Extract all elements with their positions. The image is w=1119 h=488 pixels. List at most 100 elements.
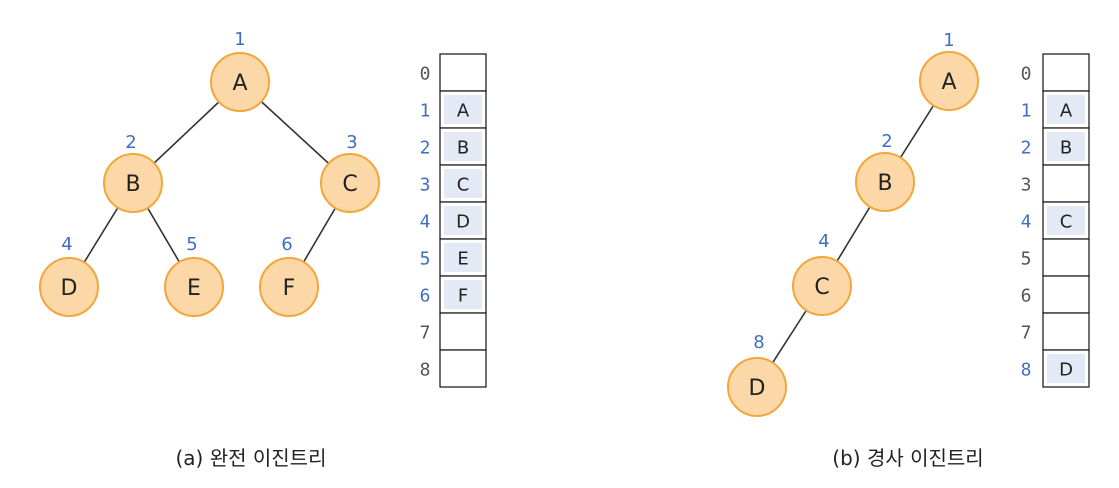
array-cell-fill	[444, 280, 482, 309]
array-cell	[1042, 275, 1090, 314]
array-cell-fill	[444, 132, 482, 161]
array-value: F	[458, 286, 468, 307]
array-row-0: 0	[1021, 53, 1090, 92]
node-index: 5	[186, 234, 197, 255]
array-index: 3	[420, 175, 431, 196]
tree-node-c: C3	[320, 132, 380, 213]
node-label: B	[125, 172, 140, 197]
caption-complete-binary-tree: (a) 완전 이진트리	[176, 446, 327, 470]
array-value: D	[1059, 360, 1073, 381]
array-index: 7	[1021, 323, 1032, 344]
node-index: 1	[943, 30, 954, 51]
node-index: 4	[61, 234, 72, 255]
tree-node-d: D4	[39, 234, 99, 317]
tree-node-b: B2	[855, 131, 915, 212]
array-value: C	[457, 175, 470, 196]
array-cell	[439, 349, 487, 388]
array-index: 6	[420, 286, 431, 307]
array-cell-fill	[444, 206, 482, 235]
node-label: C	[814, 275, 829, 300]
array-cell	[439, 53, 487, 92]
tree-node-a: A1	[919, 30, 979, 111]
node-index: 2	[881, 131, 892, 152]
caption-skewed-binary-tree: (b) 경사 이진트리	[832, 446, 983, 470]
array-index: 0	[1021, 64, 1032, 85]
array-cell	[1042, 53, 1090, 92]
node-label: C	[342, 172, 357, 197]
tree-node-b: B2	[103, 132, 163, 213]
array-value: B	[457, 138, 469, 159]
array-row-3: 3	[1021, 164, 1090, 203]
tree-node-f: F6	[259, 234, 319, 317]
node-circle	[210, 52, 270, 112]
node-circle	[39, 257, 99, 317]
node-circle	[855, 152, 915, 212]
node-circle	[727, 357, 787, 417]
array-index: 8	[1021, 360, 1032, 381]
node-circle	[259, 257, 319, 317]
node-label: D	[61, 276, 78, 301]
array-value: E	[457, 249, 468, 270]
node-label: D	[749, 376, 766, 401]
array-index: 1	[1021, 101, 1032, 122]
tree-node-d: D8	[727, 332, 787, 417]
array-cell-fill	[444, 243, 482, 272]
array-value: A	[1060, 101, 1073, 122]
tree-node-e: E5	[164, 234, 224, 317]
node-index: 8	[753, 332, 764, 353]
array-index: 7	[420, 323, 431, 344]
node-label: B	[877, 171, 892, 196]
array-index: 4	[1021, 212, 1032, 233]
node-circle	[919, 51, 979, 111]
array-index: 3	[1021, 175, 1032, 196]
node-index: 1	[234, 29, 245, 50]
array-cell	[1042, 238, 1090, 277]
node-index: 2	[125, 132, 136, 153]
array-index: 0	[420, 64, 431, 85]
node-circle	[320, 153, 380, 213]
array-row-5: 5	[1021, 238, 1090, 277]
array-row-7: 7	[1021, 312, 1090, 351]
node-index: 6	[281, 234, 292, 255]
array-cell-fill	[1047, 206, 1085, 235]
array-index: 5	[420, 249, 431, 270]
array-row-8: 8	[420, 349, 487, 388]
array-cell-fill	[1047, 132, 1085, 161]
node-label: A	[232, 71, 247, 96]
node-index: 4	[818, 231, 829, 252]
array-row-0: 0	[420, 53, 487, 92]
array-index: 2	[1021, 138, 1032, 159]
array-cell-fill	[444, 169, 482, 198]
node-circle	[792, 256, 852, 316]
array-cell	[1042, 164, 1090, 203]
array-value: B	[1060, 138, 1072, 159]
node-label: A	[941, 70, 956, 95]
array-cell	[1042, 312, 1090, 351]
node-label: E	[187, 276, 201, 301]
array-cell-fill	[444, 95, 482, 124]
tree-node-c: C4	[792, 231, 852, 316]
array-value: A	[457, 101, 470, 122]
array-row-6: 6	[1021, 275, 1090, 314]
array-index: 2	[420, 138, 431, 159]
array-value: D	[456, 212, 470, 233]
array-index: 5	[1021, 249, 1032, 270]
tree-node-a: A1	[210, 29, 270, 112]
node-label: F	[283, 276, 296, 301]
array-index: 4	[420, 212, 431, 233]
array-cell-fill	[1047, 95, 1085, 124]
array-value: C	[1060, 212, 1073, 233]
array-index: 6	[1021, 286, 1032, 307]
